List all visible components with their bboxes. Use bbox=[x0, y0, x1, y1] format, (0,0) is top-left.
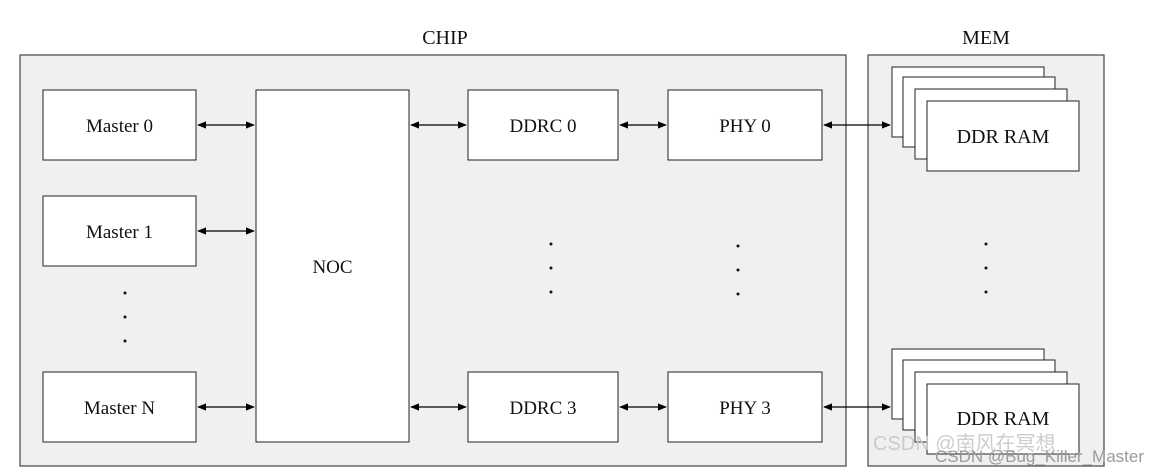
ddr-ram-stack-bottom: DDR RAM bbox=[891, 348, 1080, 455]
phy-0-label: PHY 0 bbox=[719, 116, 771, 137]
mem-ellipsis bbox=[984, 242, 988, 294]
watermark-line-2: CSDN @Bug_Killer_Master bbox=[935, 447, 1144, 466]
phy-ellipsis bbox=[736, 244, 740, 296]
master-0-block: Master 0 bbox=[42, 89, 197, 161]
master-n-block: Master N bbox=[42, 371, 197, 443]
master-1-block: Master 1 bbox=[42, 195, 197, 267]
ddrc-3-label: DDRC 3 bbox=[509, 398, 576, 419]
ddrc-0-block: DDRC 0 bbox=[467, 89, 619, 161]
mem-title: MEM bbox=[962, 27, 1010, 49]
ddr-ram-stack-top: DDR RAM bbox=[891, 66, 1080, 172]
ddrc-0-label: DDRC 0 bbox=[509, 116, 576, 137]
phy-0-block: PHY 0 bbox=[667, 89, 823, 161]
ddrc-ellipsis bbox=[549, 242, 553, 294]
chip-title: CHIP bbox=[422, 27, 468, 49]
ddrc-3-block: DDRC 3 bbox=[467, 371, 619, 443]
ddr-ram-top-label: DDR RAM bbox=[957, 126, 1050, 148]
masters-ellipsis bbox=[123, 291, 127, 343]
phy-3-label: PHY 3 bbox=[719, 398, 771, 419]
noc-label: NOC bbox=[312, 257, 352, 278]
ddr-ram-bottom-label: DDR RAM bbox=[957, 408, 1050, 430]
master-0-label: Master 0 bbox=[86, 116, 153, 137]
phy-3-block: PHY 3 bbox=[667, 371, 823, 443]
master-1-label: Master 1 bbox=[86, 222, 153, 243]
watermark-line-1: CSDN @南风在冥想 bbox=[873, 432, 1056, 455]
noc-block: NOC bbox=[255, 89, 410, 443]
master-n-label: Master N bbox=[84, 398, 156, 419]
